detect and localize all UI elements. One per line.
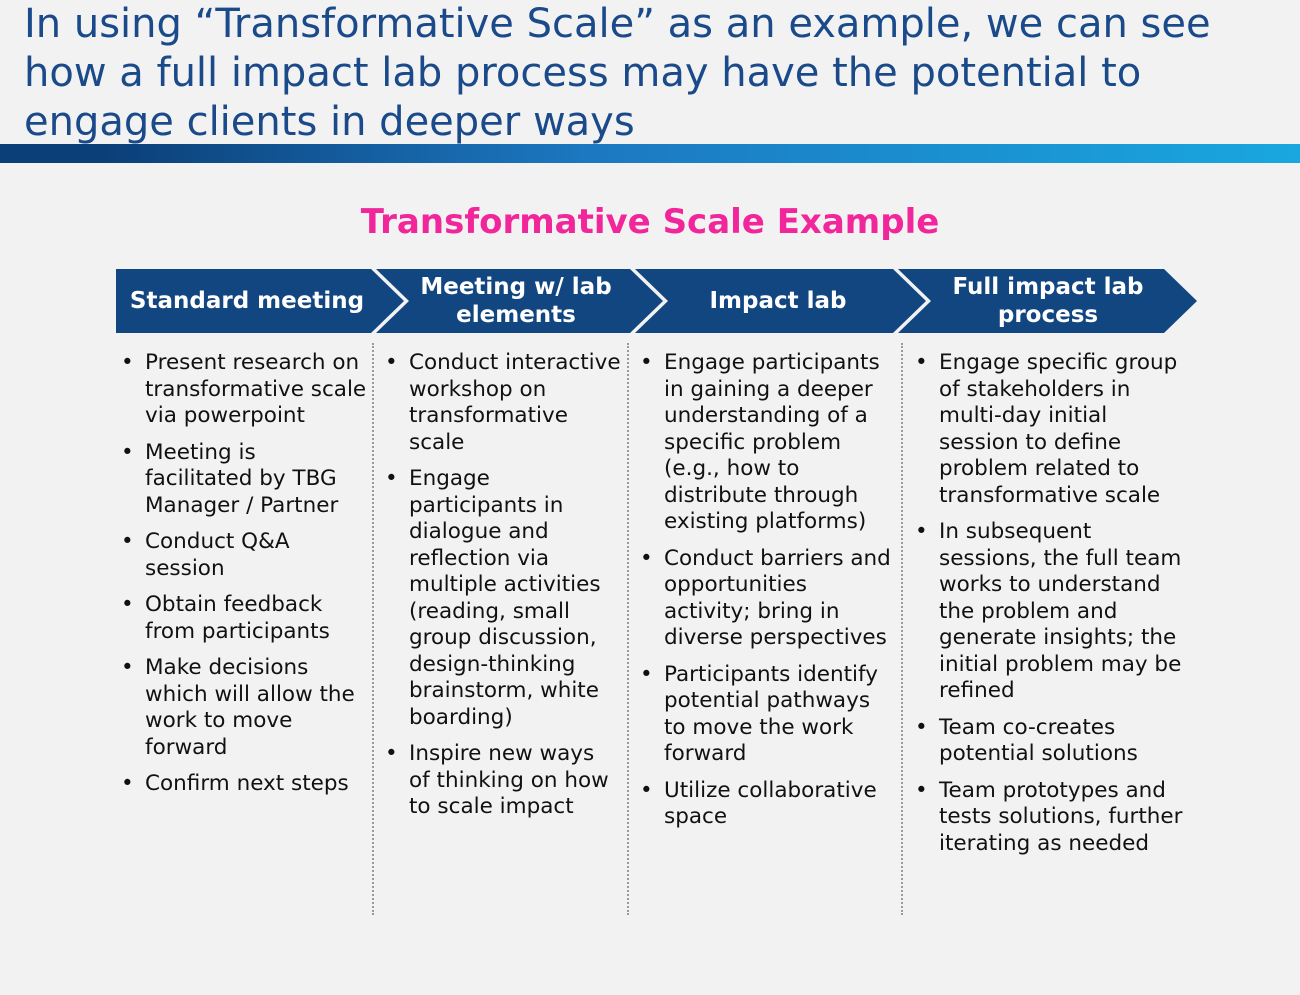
bullet-item: •Make decisions which will allow the wor…	[121, 655, 355, 760]
bullet-item: •Engage specific group of stakeholders i…	[915, 350, 1178, 508]
stage-label-standard-meeting: Standard meeting	[129, 288, 365, 314]
bullet-item: •Conduct barriers and opportunities acti…	[640, 545, 891, 651]
chevron-full-impact-lab	[898, 269, 1197, 333]
column-divider	[627, 343, 629, 915]
chevron-impact-lab	[635, 269, 926, 333]
bullet-item: •Participants identify potential pathway…	[640, 661, 878, 767]
stage-column-full-impact-lab: •Engage specific group of stakeholders i…	[911, 350, 1191, 867]
bullet-list: •Conduct interactive workshop on transfo…	[381, 350, 621, 821]
title-gradient-bar	[0, 144, 1300, 163]
chevron-meeting-lab-elements	[376, 269, 663, 333]
bullet-item: •Conduct Q&A session	[121, 529, 290, 581]
bullet-list: •Engage specific group of stakeholders i…	[911, 350, 1191, 857]
bullet-item: •Utilize collaborative space	[640, 777, 877, 830]
bullet-list: •Engage participants in gaining a deeper…	[636, 350, 896, 831]
bullet-item: •In subsequent sessions, the full team w…	[915, 519, 1182, 703]
stage-label-meeting-lab-elements: Meeting w/ lab elements	[420, 274, 612, 328]
stage-column-standard-meeting: •Present research on transformative scal…	[117, 350, 367, 808]
bullet-item: •Confirm next steps	[121, 771, 349, 796]
slide-title: In using “Transformative Scale” as an ex…	[24, 1, 1211, 145]
column-divider	[372, 343, 374, 915]
bullet-item: •Team co-creates potential solutions	[915, 714, 1138, 767]
column-divider	[901, 343, 903, 915]
stage-label-impact-lab: Impact lab	[709, 288, 847, 314]
bullet-item: •Obtain feedback from participants	[121, 592, 330, 644]
bullet-item: •Inspire new ways of thinking on how to …	[385, 741, 609, 819]
bullet-item: •Engage participants in dialogue and ref…	[385, 466, 601, 730]
bullet-item: •Team prototypes and tests solutions, fu…	[915, 777, 1183, 856]
bullet-item: •Meeting is facilitated by TBG Manager /…	[121, 439, 339, 518]
diagram-title: Transformative Scale Example	[360, 202, 940, 242]
bullet-item: •Present research on transformative scal…	[121, 350, 367, 428]
stage-label-full-impact-lab: Full impact lab process	[952, 274, 1144, 328]
bullet-item: •Engage participants in gaining a deeper…	[640, 350, 880, 534]
bullet-item: •Conduct interactive workshop on transfo…	[385, 350, 621, 455]
chevron-standard-meeting	[116, 269, 404, 333]
stage-column-impact-lab: •Engage participants in gaining a deeper…	[636, 350, 896, 841]
bullet-list: •Present research on transformative scal…	[117, 350, 367, 798]
stage-column-meeting-lab-elements: •Conduct interactive workshop on transfo…	[381, 350, 621, 831]
